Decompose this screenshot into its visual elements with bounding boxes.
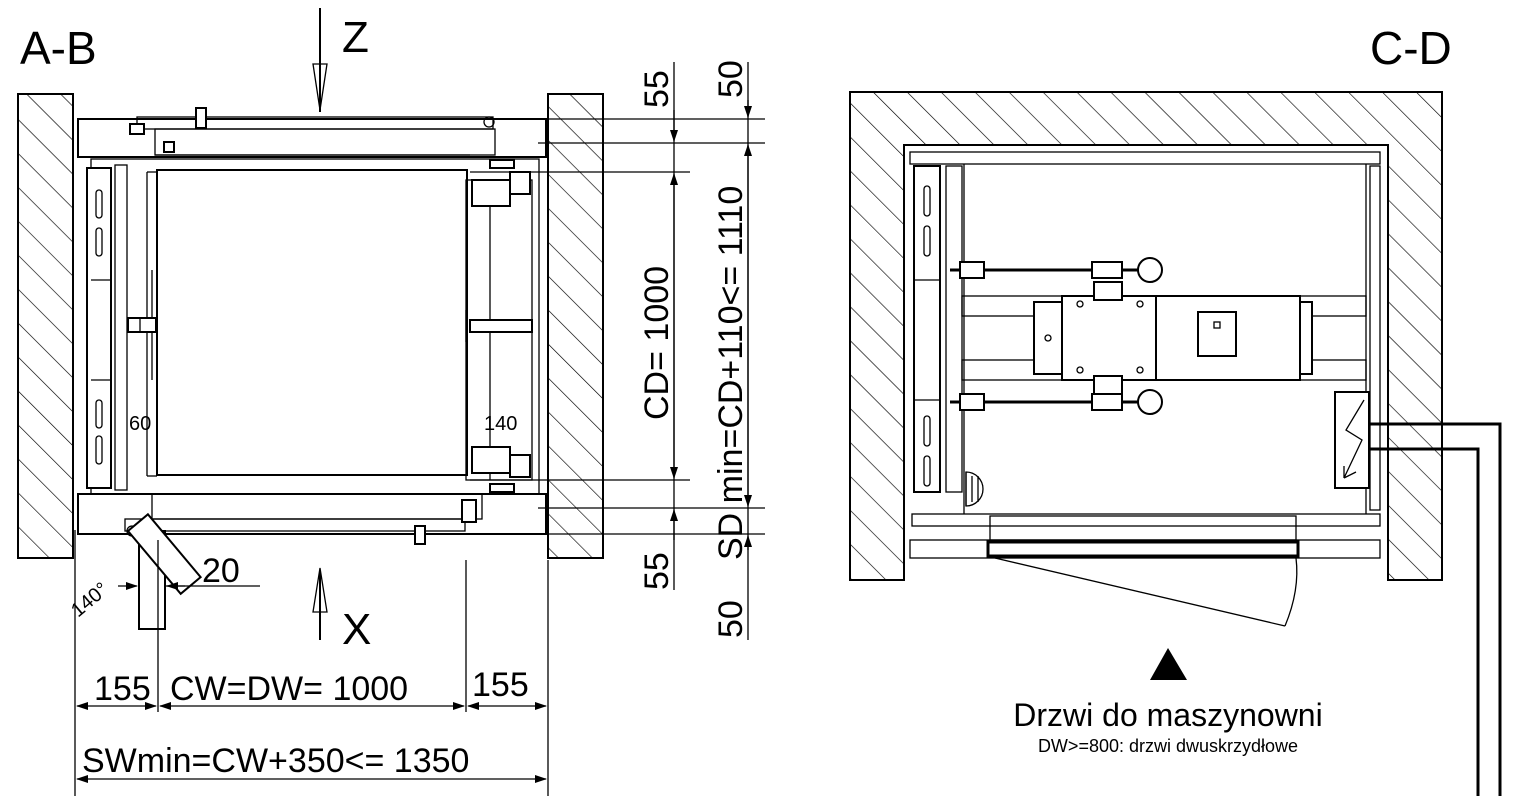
dim-50-bottom: 50 (712, 600, 750, 638)
dim-140: 140 (484, 413, 517, 435)
dim-60: 60 (129, 413, 151, 435)
dim-sd-min: SD min=CD+110<= 1110 (712, 186, 750, 560)
motor-terminal-box (1197, 311, 1237, 357)
right-shaft-wall (547, 93, 604, 559)
view-title-c-d: C-D (1370, 22, 1452, 74)
dim-155-left: 155 (94, 670, 151, 708)
dim-155-right: 155 (472, 666, 529, 704)
dim-sw-min: SWmin=CW+350<= 1350 (82, 742, 469, 780)
dim-20: 20 (202, 552, 240, 590)
machine-brake (1033, 301, 1063, 375)
top-sill (77, 118, 547, 158)
machine-room-door-marker (1150, 648, 1187, 680)
view-a-b (17, 8, 765, 796)
arrow-label-z: Z (342, 13, 369, 62)
dim-cd: CD= 1000 (638, 266, 676, 420)
machine-room-door-label: Drzwi do maszynowni (1013, 697, 1322, 733)
view-c-d (849, 91, 1502, 796)
electrical-cabinet (1334, 391, 1370, 489)
dim-cw: CW=DW= 1000 (170, 670, 408, 708)
dim-angle: 140° (67, 578, 113, 621)
dim-50-top: 50 (712, 60, 750, 98)
machine-room-wall (849, 91, 1443, 581)
double-door-note: DW>=800: drzwi dwuskrzydłowe (1038, 736, 1298, 756)
arrow-label-x: X (342, 605, 371, 654)
dim-55-bottom: 55 (638, 552, 676, 590)
view-title-a-b: A-B (20, 22, 97, 74)
left-shaft-wall (17, 93, 74, 559)
car-interior (156, 169, 468, 476)
dim-55-top: 55 (638, 70, 676, 108)
